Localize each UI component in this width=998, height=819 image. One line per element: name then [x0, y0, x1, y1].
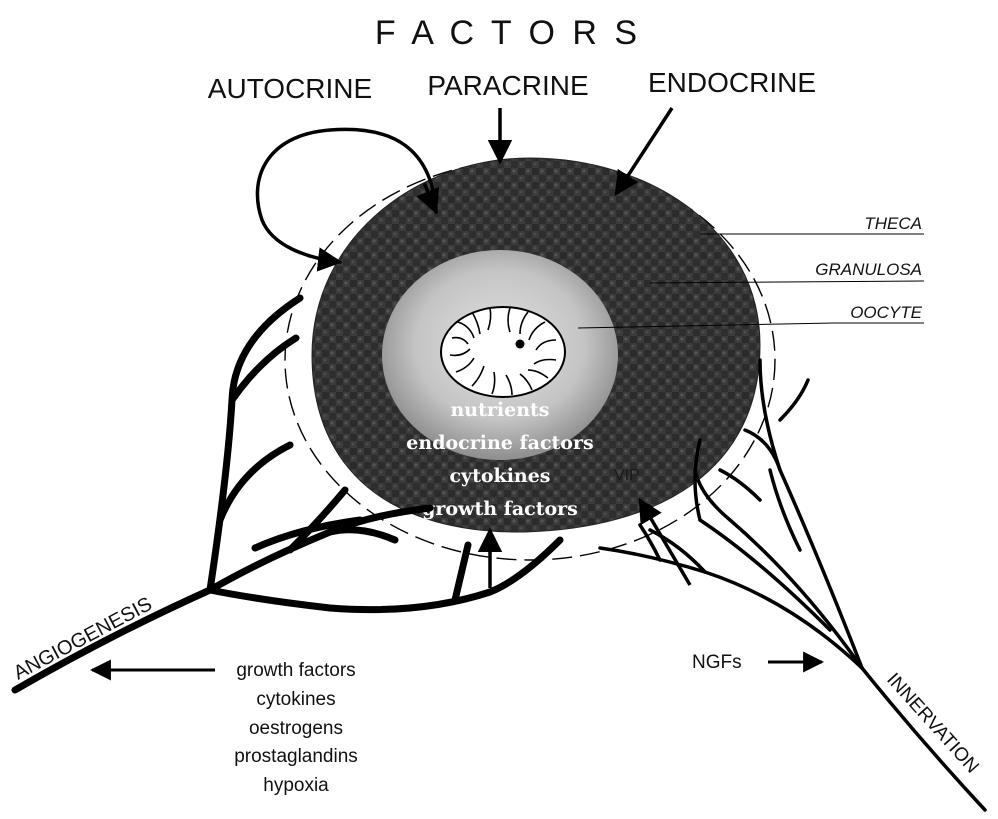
label-innervation: INNERVATION: [882, 669, 982, 777]
label-ngfs: NGFs: [692, 652, 742, 673]
diagram-title: F A C T O R S: [375, 14, 641, 52]
angio-factor-oestrogens: oestrogens: [249, 718, 343, 739]
angio-factor-hypoxia: hypoxia: [263, 775, 329, 796]
angio-factor-prostaglandins: prostaglandins: [234, 746, 358, 767]
inner-factor-cytokines: cytokines: [449, 465, 550, 487]
angio-factor-cytokines: cytokines: [256, 689, 335, 710]
label-oocyte: OOCYTE: [850, 303, 922, 322]
label-theca: THECA: [864, 214, 922, 233]
label-vip: VIP: [614, 467, 640, 484]
label-endocrine: ENDOCRINE: [648, 67, 816, 98]
label-paracrine: PARACRINE: [427, 70, 588, 101]
innervation-arrow: [640, 500, 690, 585]
nucleolus-dot: [516, 340, 525, 349]
angio-factor-growth: growth factors: [236, 660, 355, 681]
inner-factor-nutrients: nutrients: [450, 399, 549, 421]
inner-factor-endocrine: endocrine factors: [406, 432, 593, 454]
oocyte: [441, 307, 565, 397]
inner-factor-growth: growth factors: [422, 498, 578, 520]
label-autocrine: AUTOCRINE: [208, 73, 372, 104]
label-granulosa: GRANULOSA: [815, 260, 922, 279]
